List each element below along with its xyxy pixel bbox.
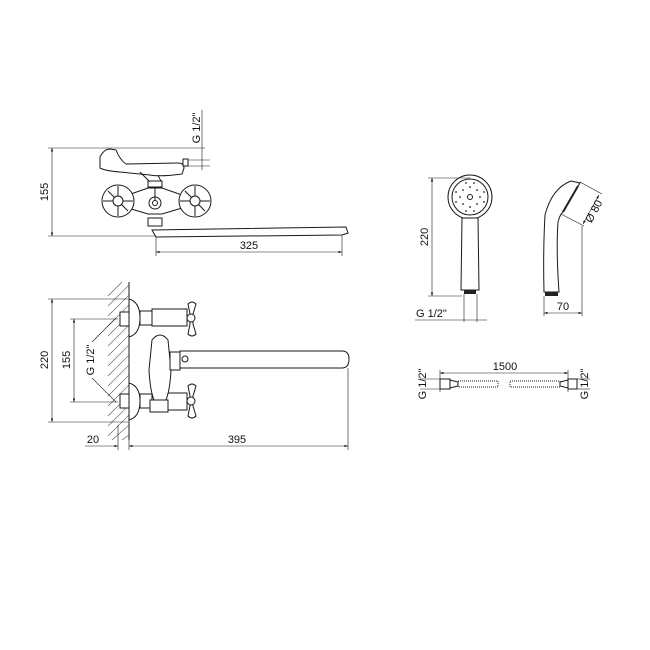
- spout-top: [179, 350, 350, 369]
- hand-shower-side: Ø 80 70: [543, 180, 605, 316]
- diverter: [147, 217, 163, 227]
- overall-height-label: 220: [39, 351, 51, 369]
- hose-thread-left-label: G 1/2": [417, 369, 429, 400]
- height-dimension-label: 155: [39, 183, 51, 201]
- mixer-body-top: [148, 334, 172, 401]
- spout: [151, 226, 349, 238]
- shower-hose: 1500 G 1/2" G 1/2": [417, 361, 591, 399]
- spout-length-label: 325: [240, 240, 258, 252]
- hose-length-label: 1500: [493, 361, 517, 373]
- left-valve-knob: [101, 184, 135, 218]
- shower-length-label: 220: [419, 228, 431, 246]
- thread-label: G 1/2": [191, 113, 203, 144]
- wall-hatching: [107, 281, 130, 441]
- faucet-top-view: 220 155 G 1/2" 20 395: [39, 281, 350, 450]
- shower-thread-label: G 1/2": [416, 308, 447, 320]
- shower-handle: [460, 217, 480, 291]
- right-valve-knob: [178, 184, 212, 218]
- lower-inlet: [119, 393, 130, 409]
- inlet-spacing-label: 155: [61, 351, 73, 369]
- lever-handle: [99, 148, 185, 177]
- lower-cross-handle: [186, 383, 197, 419]
- shower-depth-label: 70: [557, 301, 569, 313]
- wall-offset-label: 20: [87, 434, 99, 446]
- thread-label-top: G 1/2": [85, 345, 97, 376]
- faucet-front-view: 155 G 1/2" 325: [39, 110, 349, 256]
- hose-thread-right-label: G 1/2": [579, 369, 591, 400]
- shower-side-body: [543, 180, 581, 293]
- hand-shower-front: 220 G 1/2": [415, 174, 493, 322]
- upper-inlet: [119, 311, 130, 327]
- shower-diameter-label: Ø 80: [583, 198, 605, 225]
- upper-cross-handle: [186, 301, 197, 337]
- reach-label: 395: [228, 434, 246, 446]
